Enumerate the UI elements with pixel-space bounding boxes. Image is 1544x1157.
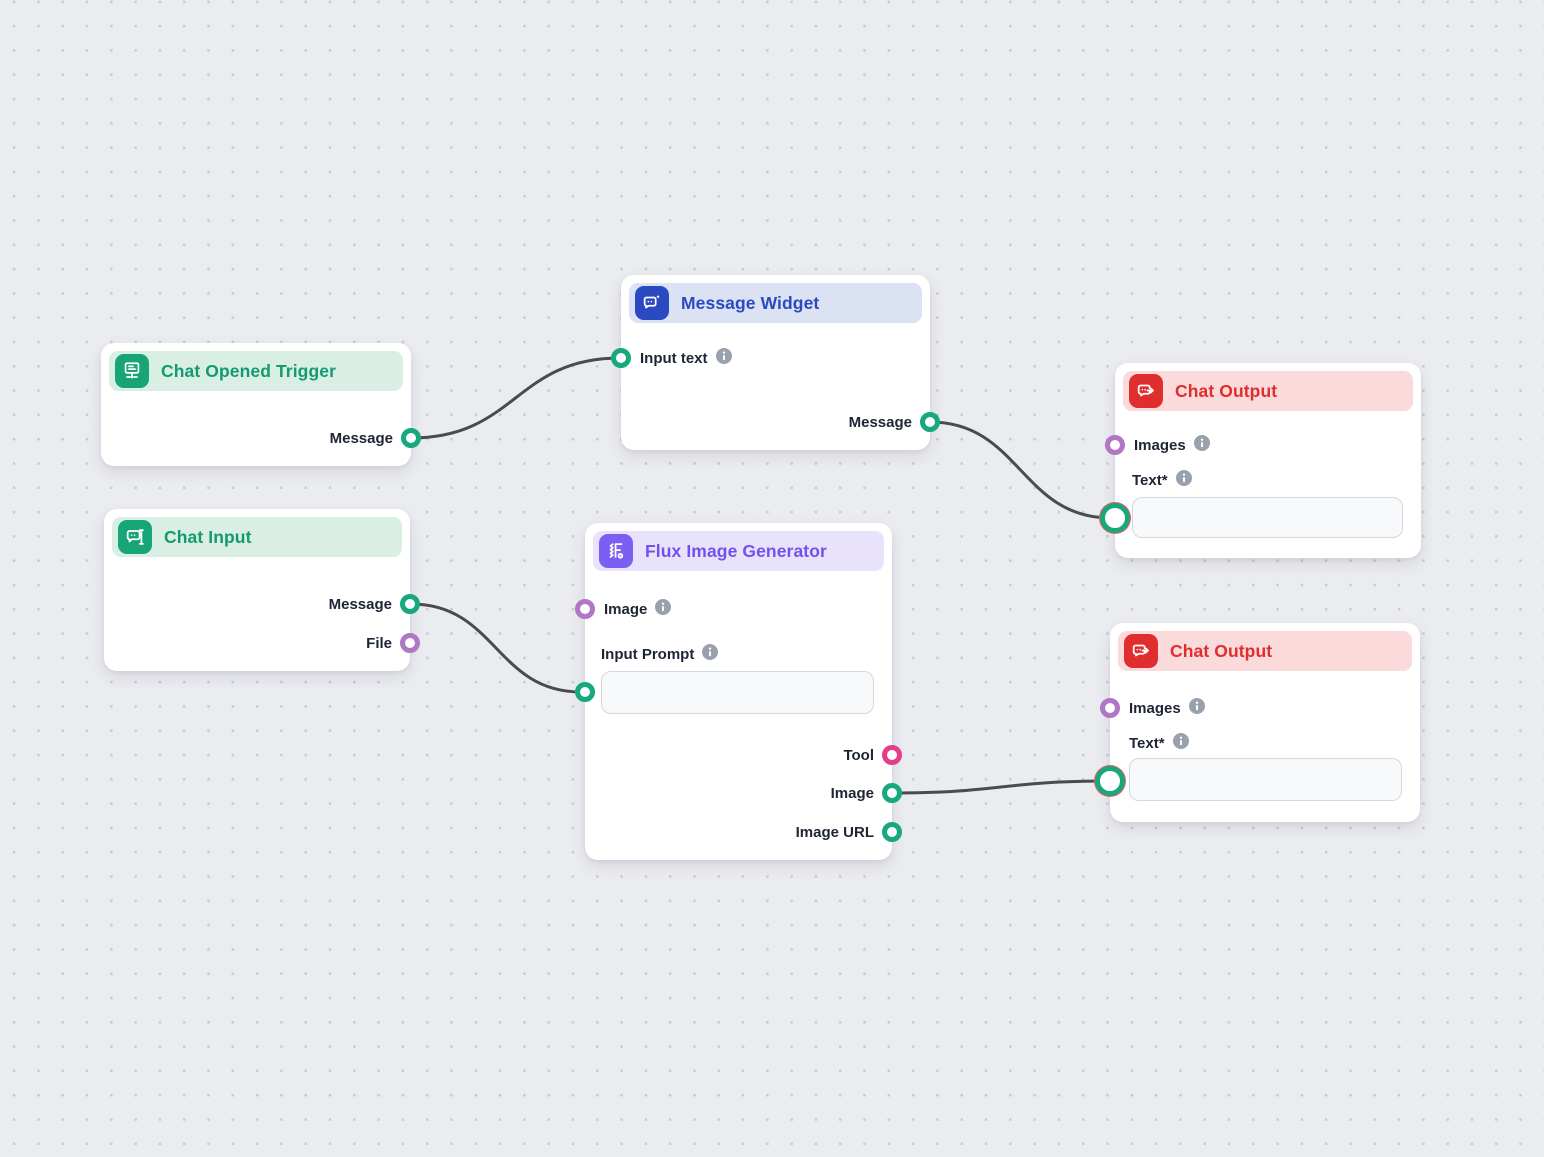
field-label-row-input-prompt: Input Prompt <box>585 643 892 665</box>
port-images-input[interactable] <box>1105 435 1125 455</box>
output-row-image-url: Image URL <box>585 821 892 843</box>
info-icon[interactable] <box>1188 698 1205 718</box>
node-flux-image-generator[interactable]: Flux Image Generator Image Input Prompt … <box>575 523 902 860</box>
node-header-chat-output-bottom[interactable]: Chat Output <box>1118 631 1412 671</box>
node-header-message-widget[interactable]: Message Widget <box>629 283 922 323</box>
text-field[interactable] <box>1132 497 1403 538</box>
field-label: Text* <box>1132 471 1168 489</box>
node-chat-opened-trigger[interactable]: Chat Opened Trigger Message <box>101 343 421 466</box>
node-chat-input[interactable]: Chat Input Message File <box>104 509 420 671</box>
node-title: Chat Input <box>164 526 252 547</box>
output-row-tool: Tool <box>585 744 892 766</box>
node-title: Message Widget <box>681 292 820 313</box>
port-message-output[interactable] <box>400 594 420 614</box>
node-title: Flux Image Generator <box>645 540 827 561</box>
input-label: Image <box>604 600 648 618</box>
node-title: Chat Output <box>1170 640 1273 661</box>
node-message-widget[interactable]: Message Widget Input text Message <box>611 275 940 450</box>
node-header-chat-opened-trigger[interactable]: Chat Opened Trigger <box>109 351 403 391</box>
output-label: Message <box>848 413 912 431</box>
port-input-prompt-input[interactable] <box>575 682 595 702</box>
message-widget-icon <box>635 286 669 320</box>
chat-output-icon <box>1124 634 1158 668</box>
output-label: Image URL <box>795 823 874 841</box>
input-label: Images <box>1134 436 1186 454</box>
chat-output-icon <box>1129 374 1163 408</box>
output-row-image: Image <box>585 782 892 804</box>
input-label: Input text <box>640 349 708 367</box>
info-icon[interactable] <box>702 644 719 664</box>
field-label: Text* <box>1129 734 1165 752</box>
node-chat-output-top[interactable]: Chat Output Images Text* <box>1099 363 1421 558</box>
input-label: Images <box>1129 699 1181 717</box>
output-label: File <box>366 634 392 652</box>
output-row-message: Message <box>104 593 410 615</box>
input-row-images: Images <box>1115 434 1421 456</box>
info-icon[interactable] <box>1175 470 1192 490</box>
port-image-output[interactable] <box>882 783 902 803</box>
output-row-message: Message <box>101 427 411 449</box>
text-field[interactable] <box>1129 758 1402 801</box>
port-text-input-connected[interactable] <box>1094 765 1126 797</box>
port-message-output[interactable] <box>920 412 940 432</box>
wire-chat-opened-trigger-to-message-widget[interactable] <box>409 356 622 440</box>
info-icon[interactable] <box>655 599 672 619</box>
port-file-output[interactable] <box>400 633 420 653</box>
node-title: Chat Output <box>1175 380 1278 401</box>
port-input-text-input[interactable] <box>611 348 631 368</box>
wire-message-widget-to-chat-output-top[interactable] <box>928 420 1113 520</box>
port-image-input[interactable] <box>575 599 595 619</box>
port-message-output[interactable] <box>401 428 421 448</box>
field-label: Input Prompt <box>601 645 695 663</box>
port-text-input-connected[interactable] <box>1099 502 1131 534</box>
info-icon[interactable] <box>1193 435 1210 455</box>
node-header-flux-image-generator[interactable]: Flux Image Generator <box>593 531 884 571</box>
output-label: Image <box>830 784 874 802</box>
wire-flux-image-to-chat-output-bottom[interactable] <box>890 779 1112 795</box>
flux-icon <box>599 534 633 568</box>
input-row-image: Image <box>585 598 892 620</box>
input-row-input-text: Input text <box>621 347 930 369</box>
output-row-file: File <box>104 632 410 654</box>
wire-chat-input-to-flux-input-prompt[interactable] <box>409 602 583 694</box>
output-label: Message <box>329 429 393 447</box>
info-icon[interactable] <box>1172 733 1189 753</box>
node-chat-output-bottom[interactable]: Chat Output Images Text* <box>1094 623 1420 822</box>
port-image-url-output[interactable] <box>882 822 902 842</box>
field-label-row-text: Text* <box>1110 732 1420 754</box>
port-tool-output[interactable] <box>882 745 902 765</box>
chat-input-icon <box>118 520 152 554</box>
node-header-chat-output-top[interactable]: Chat Output <box>1123 371 1413 411</box>
info-icon[interactable] <box>715 348 732 368</box>
output-label: Tool <box>843 746 874 764</box>
port-images-input[interactable] <box>1100 698 1120 718</box>
output-label: Message <box>328 595 392 613</box>
node-header-chat-input[interactable]: Chat Input <box>112 517 402 557</box>
field-label-row-text: Text* <box>1115 469 1421 491</box>
output-row-message: Message <box>621 411 930 433</box>
input-row-images: Images <box>1110 697 1420 719</box>
node-title: Chat Opened Trigger <box>161 360 336 381</box>
input-prompt-field[interactable] <box>601 671 874 714</box>
chat-opened-trigger-icon <box>115 354 149 388</box>
